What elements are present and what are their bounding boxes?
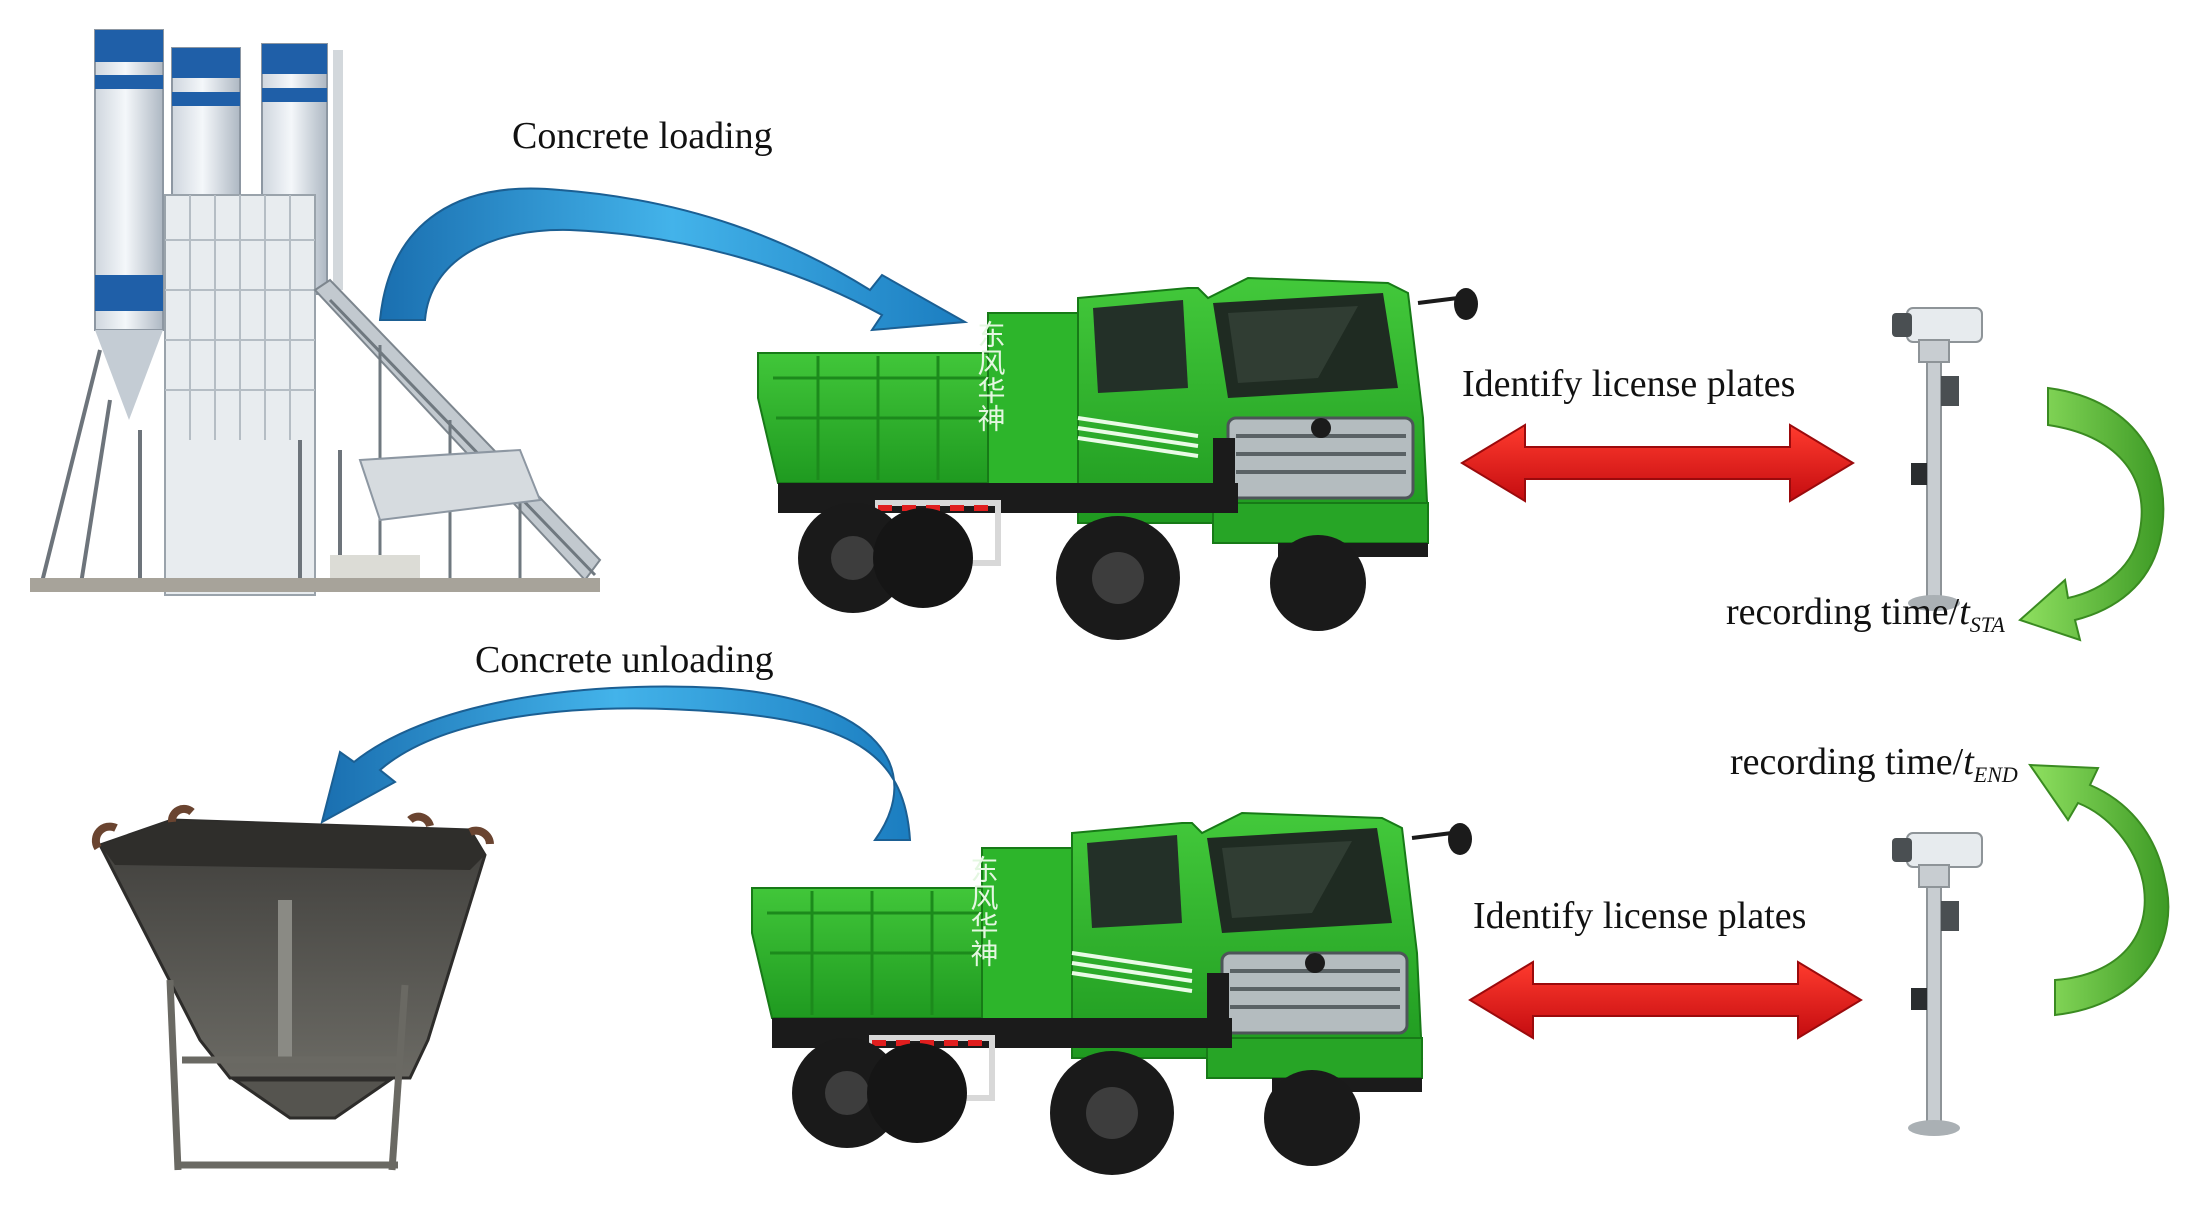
- dump-truck-bottom: 东风华神: [752, 813, 1472, 1175]
- license-plate-camera-top: [1891, 307, 1983, 612]
- recording-time-start-label: recording time/tSTA: [1726, 591, 2005, 637]
- mixing-plant-image: [30, 29, 602, 596]
- identify-arrow-bottom: [1468, 960, 1863, 1040]
- record-start-arrow: [2018, 386, 2165, 642]
- recording-time-end-label: recording time/tEND: [1730, 741, 2018, 787]
- truck-door-text: 东风华神: [974, 320, 1007, 432]
- unloading-arrow: [320, 685, 912, 841]
- concrete-hopper-image: [91, 804, 494, 1171]
- concrete-unloading-label: Concrete unloading: [475, 639, 774, 681]
- license-plate-camera-bottom: [1891, 832, 1983, 1137]
- identify-plates-label-bottom: Identify license plates: [1473, 895, 1807, 937]
- truck-door-text: 东风华神: [967, 855, 1000, 967]
- identify-arrow-top: [1460, 423, 1855, 503]
- dump-truck-top: 东风华神: [758, 278, 1478, 640]
- concrete-loading-label: Concrete loading: [512, 115, 773, 157]
- record-end-arrow: [2028, 763, 2170, 1017]
- silo: [94, 29, 164, 420]
- loading-arrow: [378, 187, 969, 332]
- identify-plates-label-top: Identify license plates: [1462, 363, 1796, 405]
